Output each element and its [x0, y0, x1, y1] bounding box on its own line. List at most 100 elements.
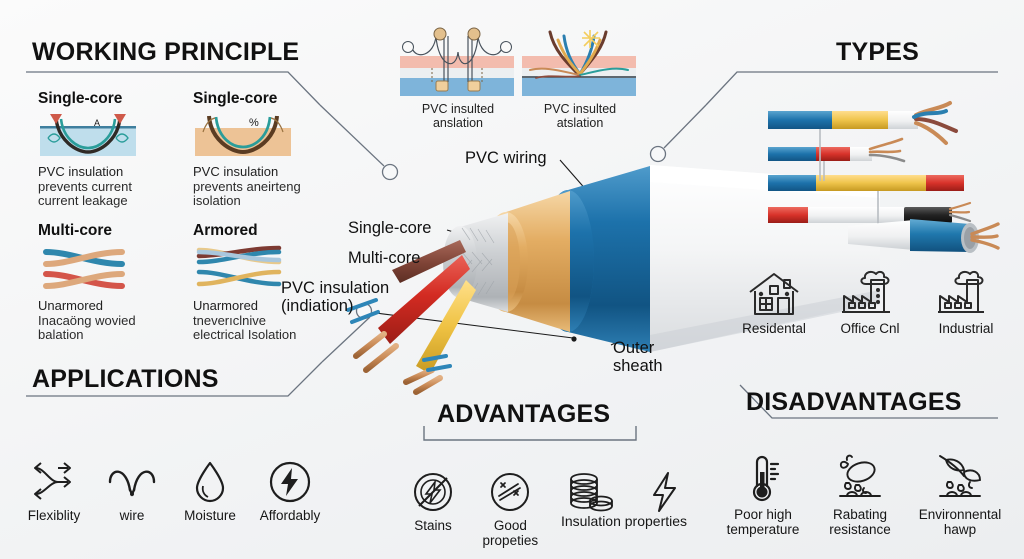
adv-label-l1: Good: [493, 518, 527, 533]
callout-pvc-insulation-l2: (indiation): [281, 296, 354, 315]
arrow-left: [50, 114, 62, 124]
adv-label: Stains: [414, 518, 452, 533]
app-moisture: Moisture: [174, 460, 246, 523]
disadvantages-icons: Poor high temperature Rabating resistanc…: [718, 452, 1008, 538]
top-diagram-caption-l1: PVC insulted: [543, 102, 617, 116]
advantages-title: ADVANTAGES: [437, 400, 611, 428]
arrow-right: [114, 114, 126, 124]
leaf-drip-icon: [939, 455, 981, 497]
working-principle-title: WORKING PRINCIPLE: [32, 38, 300, 66]
adv-label-l2: propeties: [482, 533, 539, 549]
application-places: Residental Office Cnl: [730, 270, 1010, 336]
thermometer-icon: [752, 455, 780, 502]
type-cable-2: [768, 137, 906, 163]
no-stain-icon: [414, 473, 452, 511]
panel-title: Single-core: [38, 90, 123, 107]
app-label: wire: [119, 508, 145, 523]
dis-label-l1: Rabating: [832, 507, 888, 522]
app-label: Flexiblity: [27, 508, 81, 523]
type-cable-3: [768, 175, 964, 191]
panel-caption: Unarmored Inacaöng wovied balation: [38, 298, 136, 343]
types-illustration: [768, 101, 972, 237]
layer-white: [400, 68, 514, 78]
app-label: Moisture: [184, 508, 236, 523]
factory-icon: [842, 270, 890, 313]
dis-environmental: Environnental hawp: [912, 452, 1008, 538]
application-icons: Flexiblity wire Moisture Affordably: [18, 460, 328, 523]
adv-stains: Stains: [402, 470, 464, 533]
droplet-leaf-icon: [839, 454, 881, 497]
callout-outer-sheath: Outer sheath: [613, 339, 663, 376]
top-diagram-caption-l1: PVC insulted: [421, 102, 495, 116]
adv-bolt: [636, 470, 692, 514]
callout-pvc-insulation-l1: PVC insulation: [281, 279, 390, 297]
dis-label-l2: resistance: [829, 522, 891, 538]
top-diagram-2: PVC insulted atslation: [520, 26, 640, 131]
adv-good-properties: Good propeties: [477, 470, 543, 549]
type-cable-5-round: [848, 219, 1000, 253]
callout-outer-sheath-l1: Outer: [613, 339, 655, 357]
applications-title: APPLICATIONS: [32, 365, 219, 393]
app-flexibility: Flexiblity: [18, 460, 90, 523]
cable-illustration: [346, 165, 880, 395]
adv-insulation-properties-label: Insulation properties: [560, 513, 688, 529]
callout-multi-core: Multi-core: [348, 249, 421, 267]
svg-text:A: A: [94, 118, 100, 128]
top-diagram-1: PVC insulted anslation: [398, 26, 518, 131]
principle-panel-single-core-2: Single-core % PVC insulation prevents an…: [193, 90, 301, 209]
advantages-icons: Stains Good propeties: [402, 470, 692, 549]
coins-icon: [569, 473, 613, 512]
principle-panel-armored: Armored Unarmored tneverıclnive electric…: [193, 222, 296, 343]
principle-panel-multi-core: Multi-core Unarmored Inacaöng wovied bal…: [38, 222, 138, 343]
dis-label-l2: hawp: [943, 522, 977, 538]
principle-panel-single-core-1: Single-core A PVC insulation prevents cu…: [38, 90, 138, 209]
bolt-icon: [652, 472, 676, 512]
single-core-leakage-diagram: A: [40, 114, 136, 156]
place-office: Office Cnl: [826, 270, 914, 336]
callout-single-core: Single-core: [348, 219, 432, 237]
scratch-shield-icon: [491, 473, 530, 511]
disadvantages-title: DISADVANTAGES: [746, 388, 962, 416]
layer-blue: [522, 78, 636, 96]
copper-strands: [353, 331, 443, 395]
dis-temperature: Poor high temperature: [718, 452, 808, 538]
place-residential: Residental: [730, 270, 818, 336]
layer-blue: [400, 78, 514, 96]
callout-outer-sheath-l2: sheath: [613, 356, 663, 375]
cable-curve-inner: [59, 118, 117, 150]
armored-twist-diagram: [196, 245, 282, 287]
dis-label-l1: Poor high: [734, 507, 792, 522]
dis-resistance: Rabating resistance: [815, 452, 905, 538]
type-cable-1: [768, 101, 958, 145]
app-wire: wire: [96, 460, 168, 523]
place-label: Residental: [742, 321, 806, 336]
app-label: Affordably: [259, 508, 321, 523]
app-affordably: Affordably: [252, 460, 328, 523]
core-red: [378, 255, 470, 344]
panel-caption: Unarmored tneverıclnive electrical Isola…: [193, 298, 297, 343]
panel-title: Single-core: [193, 90, 278, 107]
dis-label-l1: Environnental: [918, 507, 1002, 522]
bent-wire-icon: [108, 470, 156, 497]
panel-title: Multi-core: [38, 222, 113, 239]
factory-icon: [938, 270, 984, 313]
core-yellow: [416, 280, 476, 374]
cable-curve-inner: [214, 116, 272, 149]
panel-caption: PVC insulation prevents current current …: [38, 164, 132, 209]
core-brown: [392, 240, 466, 283]
house-icon: [749, 273, 799, 315]
adv-coins: [557, 470, 623, 514]
cable-blue-sheath: [568, 166, 650, 352]
layer-pink: [400, 56, 514, 68]
layer-pink: [522, 56, 636, 68]
cable-curve-outer: [207, 115, 279, 155]
callout-pvc-insulation: PVC insulation (indiation): [281, 279, 390, 316]
multi-core-twist-diagram: [43, 249, 125, 289]
type-cable-4: [768, 201, 972, 223]
cable-gold-armor: [506, 191, 570, 332]
blue-strands: [346, 298, 452, 372]
pvc-insulated-fault-diagram: [522, 30, 636, 96]
panel-caption: PVC insulation prevents aneirteng isolat…: [193, 164, 301, 209]
dis-label-l2: temperature: [726, 522, 800, 538]
top-diagram-caption-l2: anslation: [432, 116, 484, 131]
